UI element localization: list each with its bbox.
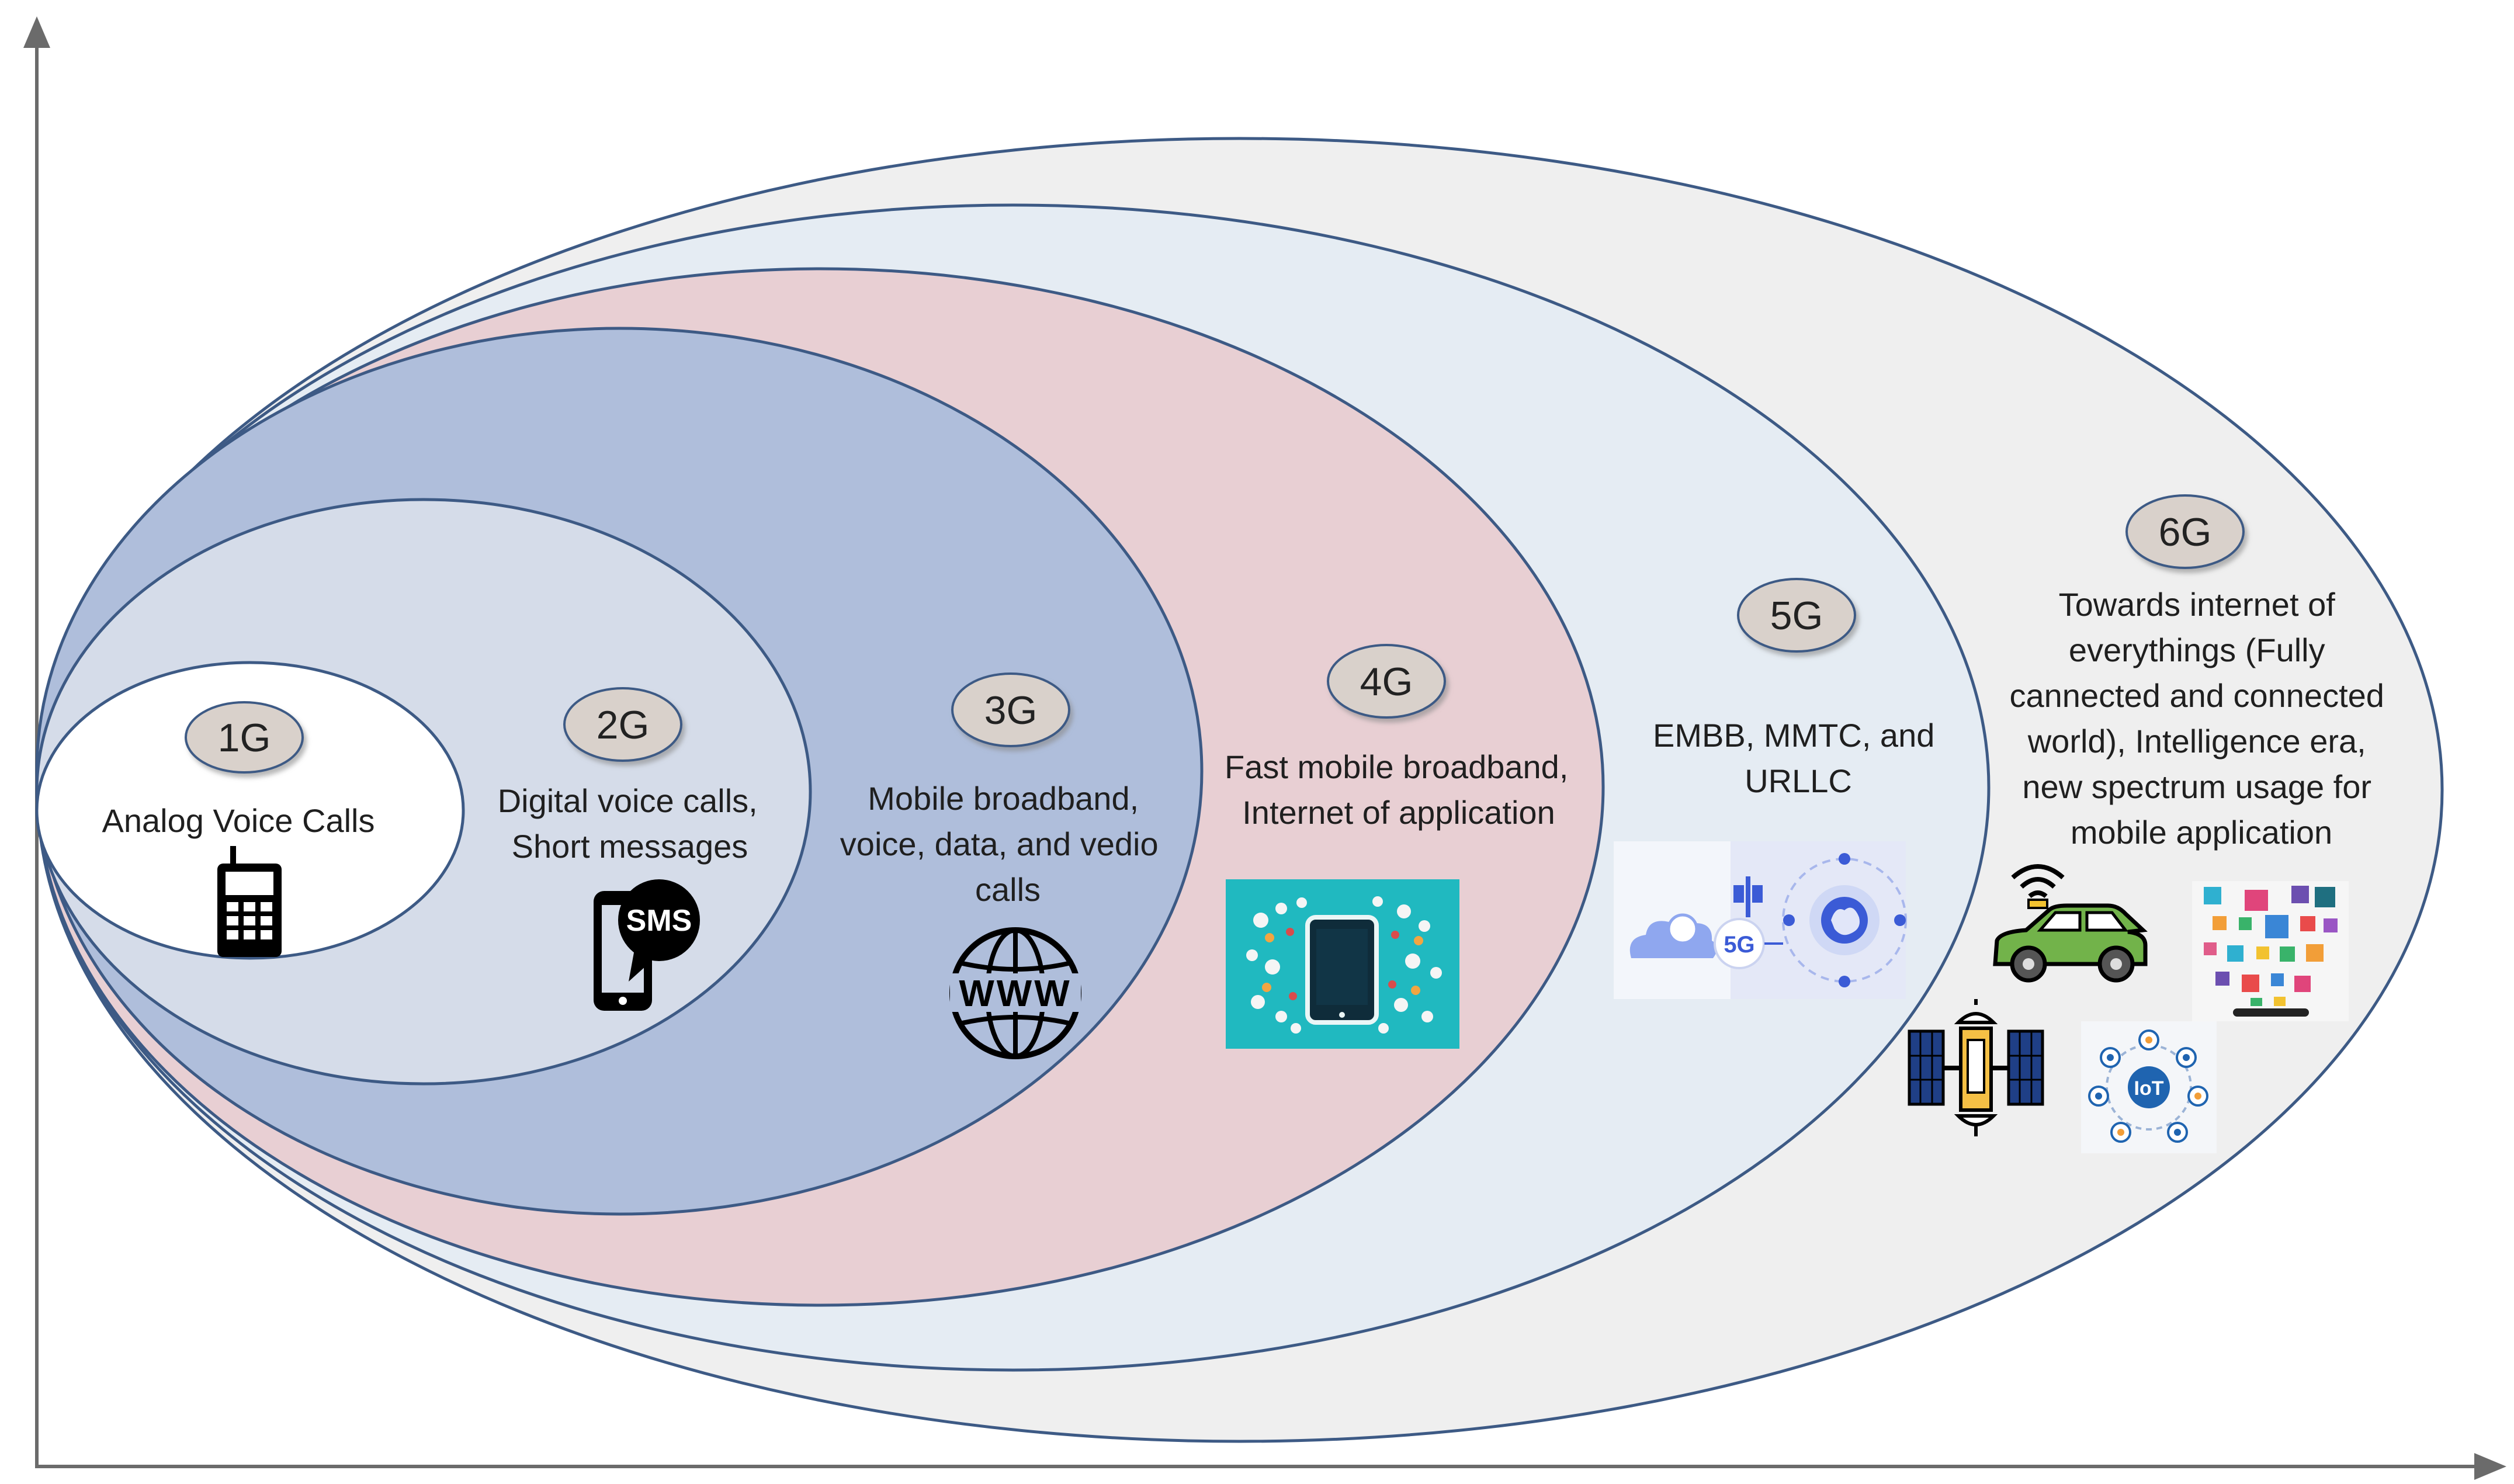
desc-5g-line-2: URLLC — [1745, 762, 1852, 799]
label-2g: 2G — [563, 687, 682, 762]
desc-5g: EMBB, MMTC, and URLLC — [1653, 717, 1944, 799]
label-6g: 6G — [2125, 494, 2245, 569]
label-text: 3G — [984, 688, 1038, 733]
desc-2g-line-1: Digital voice calls, — [498, 782, 758, 819]
desc-1g-line-1: Analog Voice Calls — [102, 802, 375, 839]
label-text: 5G — [1770, 594, 1823, 638]
desc-6g-line-3: cannected and connected — [2010, 677, 2384, 714]
desc-3g-line-2: voice, data, and vedio — [840, 826, 1159, 862]
tablet-apps-illustration-icon — [1226, 879, 1459, 1049]
desc-6g-line-4: world), Intelligence era, — [2027, 723, 2366, 760]
iot-network-icon: IoT — [2081, 1021, 2217, 1153]
descriptions: Analog Voice Calls Digital voice calls, … — [102, 586, 2394, 908]
desc-6g-line-5: new spectrum usage for — [2022, 768, 2371, 805]
label-1g: 1G — [185, 701, 304, 774]
sms-phone-icon: SMS — [594, 879, 700, 1011]
desc-6g-line-1: Towards internet of — [2059, 586, 2336, 623]
desc-6g-line-6: mobile application — [2071, 814, 2332, 851]
www-text: WWW — [959, 972, 1072, 1014]
www-globe-icon: WWW — [949, 927, 1081, 1059]
label-bubble — [185, 701, 304, 774]
label-4g: 4G — [1327, 644, 1446, 719]
label-text: 2G — [597, 703, 650, 747]
label-bubble — [951, 672, 1070, 747]
desc-4g-line-2: Internet of application — [1242, 794, 1555, 831]
label-bubble — [1737, 578, 1856, 653]
label-text: 4G — [1360, 660, 1413, 704]
label-bubble — [2125, 494, 2245, 569]
ellipse-1g — [35, 661, 465, 960]
desc-2g: Digital voice calls, Short messages — [498, 782, 767, 865]
connected-car-icon — [1993, 864, 2148, 983]
x-axis-arrow — [2474, 1453, 2506, 1480]
desc-2g-line-2: Short messages — [512, 828, 748, 865]
desc-3g-line-1: Mobile broadband, — [868, 780, 1139, 817]
desc-3g-line-3: calls — [975, 871, 1041, 908]
label-text: 1G — [218, 716, 271, 760]
iot-badge: IoT — [2134, 1077, 2164, 1100]
desc-6g-line-2: everythings (Fully — [2069, 632, 2325, 668]
desc-5g-line-1: EMBB, MMTC, and — [1653, 717, 1934, 754]
satellite-icon — [1908, 999, 2044, 1136]
label-5g: 5G — [1737, 578, 1856, 653]
desc-6g: Towards internet of everythings (Fully c… — [2010, 586, 2394, 851]
5g-network-illustration-icon: 5G — [1614, 841, 1907, 999]
sms-text: SMS — [626, 904, 692, 938]
label-bubble — [1327, 644, 1446, 719]
app-collage-icon — [2192, 881, 2349, 1021]
desc-4g-line-1: Fast mobile broadband, — [1225, 748, 1568, 785]
mobile-phone-icon — [217, 846, 282, 957]
label-3g: 3G — [951, 672, 1070, 747]
label-bubble — [563, 687, 682, 762]
label-text: 6G — [2159, 510, 2212, 554]
desc-1g: Analog Voice Calls — [102, 802, 375, 839]
desc-3g: Mobile broadband, voice, data, and vedio… — [840, 780, 1167, 908]
desc-4g: Fast mobile broadband, Internet of appli… — [1225, 748, 1577, 831]
five-g-badge: 5G — [1724, 932, 1754, 958]
generation-labels: 1G 2G 3G 4G 5G 6G — [185, 494, 2245, 774]
y-axis-arrow — [23, 16, 50, 48]
